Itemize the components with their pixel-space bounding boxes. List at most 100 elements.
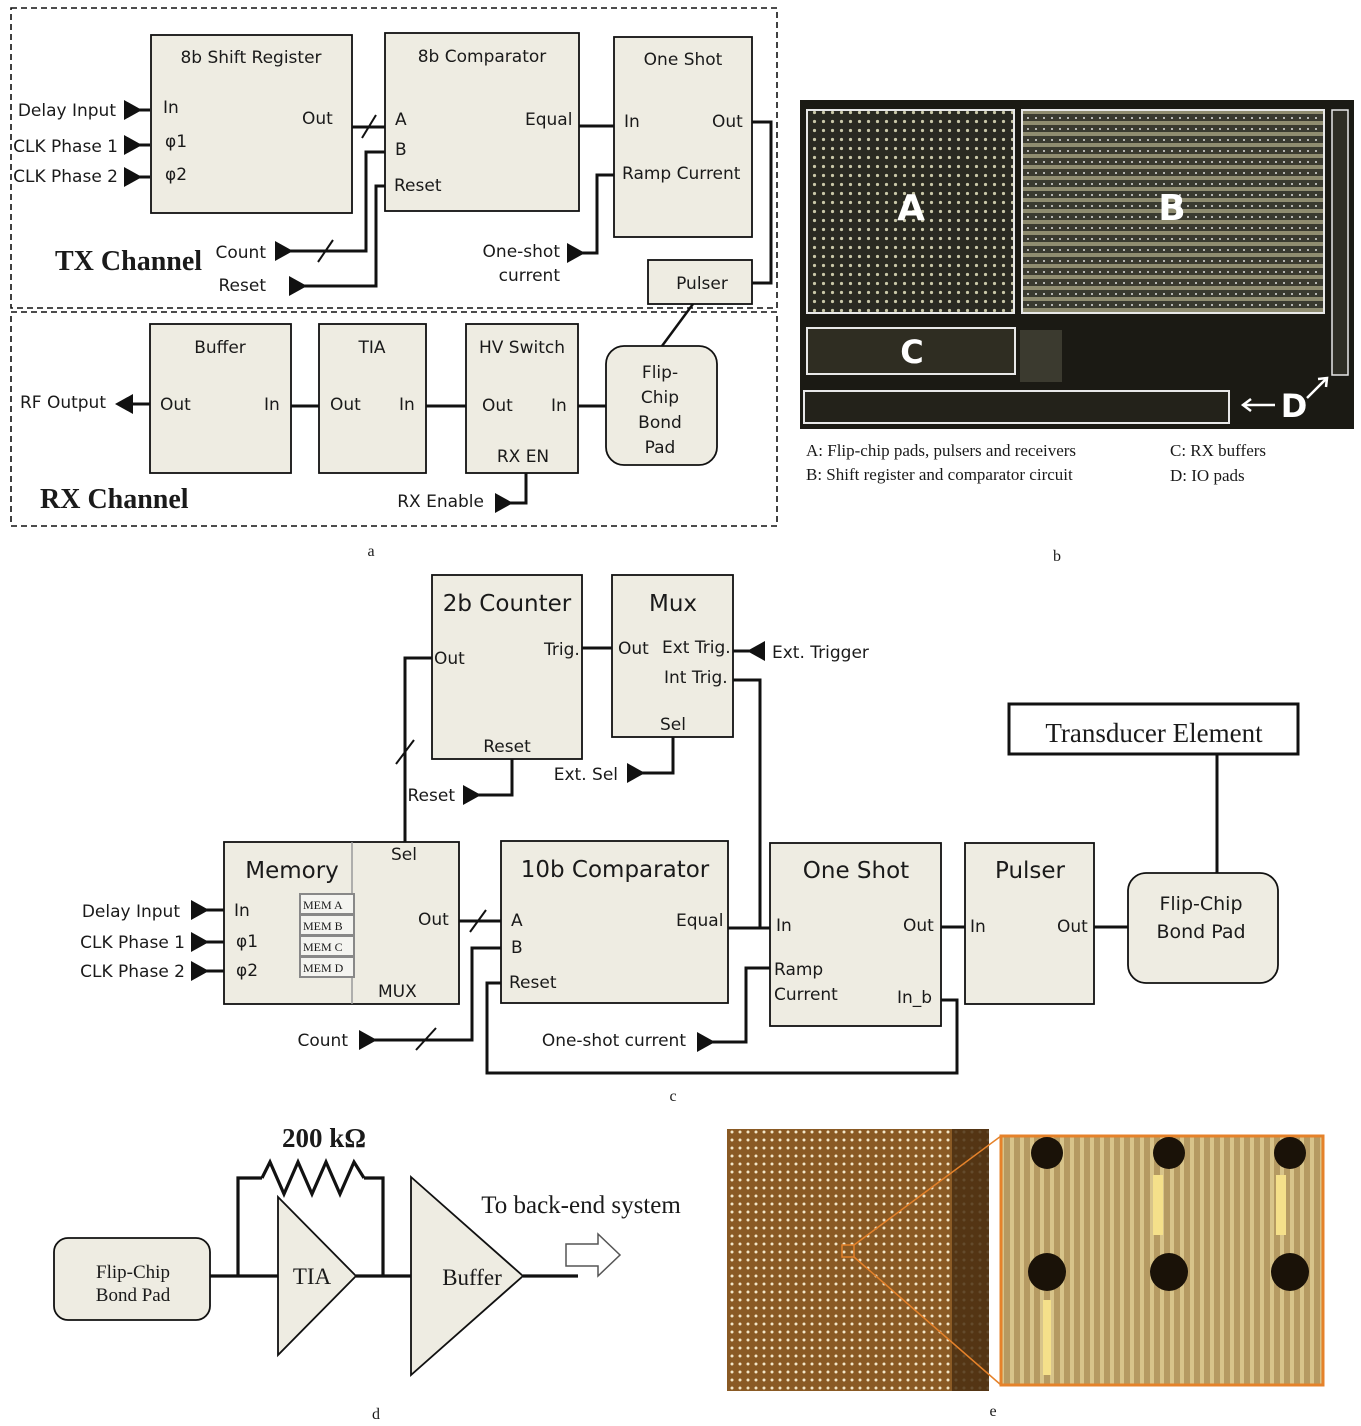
one-shot-ramp: Ramp Current [622,164,741,184]
count-arrow-icon [275,241,293,261]
bond-pad-c-line-2: Bond Pad [1156,921,1245,943]
tx-channel-label: TX Channel [55,246,202,277]
reset-c-arrow-icon [463,785,481,805]
bond-pad-d-line-1: Flip-Chip [96,1262,170,1283]
memory-mux: MUX [378,982,417,1002]
panel-b: A B C D A: Flip-chip pads, pulsers and r… [800,100,1354,565]
transducer-label: Transducer Element [1045,718,1263,748]
region-b-label: B [1158,188,1185,229]
legend-d: D: IO pads [1170,466,1245,485]
caption-d: d [372,1406,380,1421]
reset-label: Reset [219,276,267,296]
bond-pad-line-3: Bond [638,413,682,433]
count-c-arrow-icon [359,1030,377,1050]
hv-switch-out: Out [482,396,513,416]
resistor-label: 200 kΩ [282,1123,366,1153]
one-shot-c-inb: In_b [897,988,932,1008]
delay-input-c-arrow-icon [191,900,209,920]
tia-in: In [399,395,415,415]
comparator-title: 8b Comparator [418,47,547,67]
tia-title: TIA [357,338,385,358]
clk1-c-label: CLK Phase 1 [80,933,185,953]
buffer-title: Buffer [194,338,246,358]
die-block-small [1020,330,1062,382]
clk2-arrow-icon [124,167,142,187]
ext-sel-label: Ext. Sel [554,765,618,785]
hv-switch-rx-en: RX EN [497,447,549,467]
mux-sel: Sel [660,715,686,735]
clk1-arrow-icon [124,135,142,155]
caption-b: b [1053,548,1061,565]
memory-sel: Sel [391,845,417,865]
ext-trigger-arrow-icon [747,641,765,661]
delay-input-label: Delay Input [18,101,117,121]
legend-a: A: Flip-chip pads, pulsers and receivers [806,441,1076,460]
legend-c: C: RX buffers [1170,441,1266,460]
comparator-a: A [395,110,407,130]
ext-trigger-label: Ext. Trigger [772,643,869,663]
pulser-label: Pulser [676,274,728,294]
comparator-equal: Equal [525,110,572,130]
bond-pad-c-line-1: Flip-Chip [1159,893,1242,915]
pulser-c-title: Pulser [995,858,1066,884]
memory-out: Out [418,910,449,930]
counter-title: 2b Counter [443,591,572,617]
hv-switch-title: HV Switch [479,338,565,358]
caption-e: e [989,1403,996,1420]
panel-a-text: 8b Shift Register In φ1 φ2 Out 8b Compar… [13,47,743,560]
mux-ext: Ext Trig. [662,638,731,658]
panel-e: e [727,1129,1323,1420]
count-c-label: Count [298,1031,349,1051]
memory-in: In [234,901,250,921]
count-label: Count [216,243,267,263]
one-shot-title: One Shot [644,50,723,70]
one-shot-c-out: Out [903,916,934,936]
one-shot-current-label-1: One-shot [483,242,561,262]
rf-output-label: RF Output [20,393,106,413]
bond-pad-line-4: Pad [645,438,676,458]
mux-int: Int Trig. [664,668,728,688]
comparator10-equal: Equal [676,911,723,931]
memory-title: Memory [245,858,339,884]
comparator10-reset: Reset [509,973,557,993]
shift-register-title: 8b Shift Register [180,48,321,68]
shift-register-phi2: φ2 [165,165,187,185]
shift-register-out: Out [302,109,333,129]
clk1-c-arrow-icon [191,932,209,952]
clk2-c-arrow-icon [191,961,209,981]
region-d-label: D [1281,387,1308,425]
reset-c-label: Reset [408,786,456,806]
comparator10-b: B [511,938,523,958]
comparator10-title: 10b Comparator [521,857,710,883]
one-shot-in: In [624,112,640,132]
mem-b-label: MEM B [303,919,343,933]
panel-d-wires [210,1162,578,1276]
clk1-label: CLK Phase 1 [13,137,118,157]
bond-pad-d-line-2: Bond Pad [96,1285,171,1306]
one-shot-c-ramp: Ramp [774,960,823,980]
clk2-label: CLK Phase 2 [13,167,118,187]
caption-c: c [669,1088,676,1105]
tia-d-label: TIA [293,1264,332,1289]
counter-out: Out [434,649,465,669]
bond-pad-line-2: Chip [641,388,679,408]
one-shot-current-c-label: One-shot current [542,1031,687,1051]
die-legend: A: Flip-chip pads, pulsers and receivers… [806,441,1266,485]
clk2-c-label: CLK Phase 2 [80,962,185,982]
region-a-label: A [897,188,925,229]
counter-reset: Reset [483,737,531,757]
reset-arrow-icon [289,276,307,296]
bond-pad-line-1: Flip- [642,363,678,383]
mux-title: Mux [649,591,697,617]
one-shot-current-arrow-icon [567,243,585,263]
rx-enable-label: RX Enable [397,492,484,512]
one-shot-c-in: In [776,916,792,936]
region-c-label: C [900,333,923,371]
comparator-b: B [395,140,407,160]
io-pads-right [1332,110,1348,375]
rf-output-arrow-icon [115,394,133,414]
hv-switch-in: In [551,396,567,416]
buffer-in: In [264,395,280,415]
